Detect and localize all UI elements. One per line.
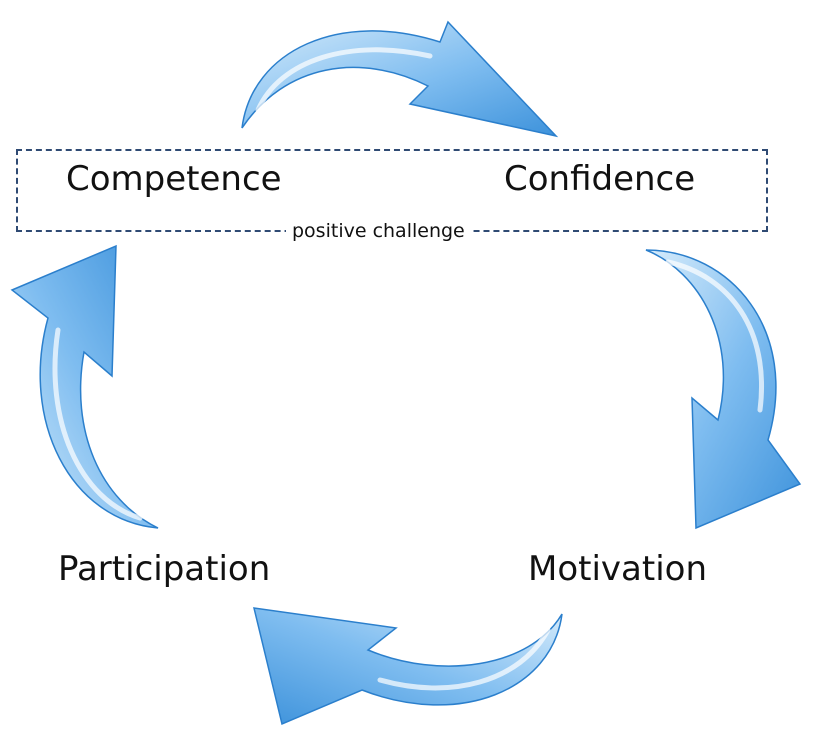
node-competence: Competence (66, 159, 282, 199)
node-participation: Participation (58, 549, 271, 589)
positive-challenge-label: positive challenge (286, 222, 471, 241)
arrow-competence-to-confidence (241, 20, 559, 138)
arrow-motivation-to-participation (253, 607, 563, 726)
arrow-participation-to-competence (10, 244, 159, 529)
arrow-confidence-to-motivation (645, 249, 802, 530)
node-confidence: Confidence (504, 159, 696, 199)
node-motivation: Motivation (528, 549, 707, 589)
